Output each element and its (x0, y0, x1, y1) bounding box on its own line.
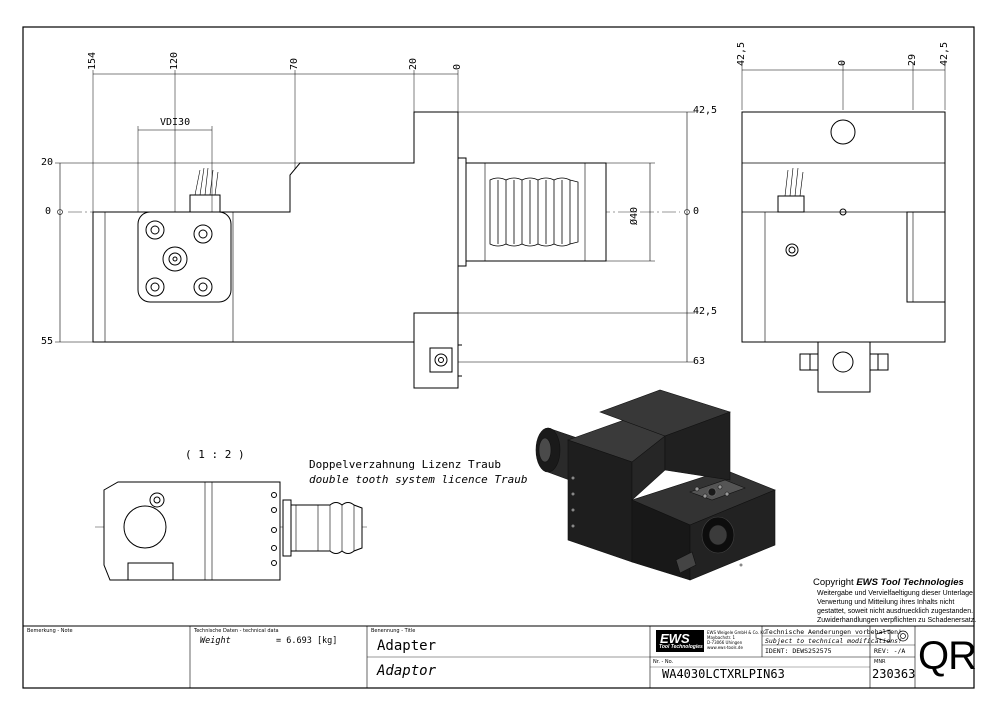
ews-logo-sub: Tool Technologies (659, 644, 703, 650)
ews-logo-box (656, 630, 704, 652)
copyright-line-4: Zuwiderhandlungen verpflichten zu Schade… (817, 617, 977, 624)
title-label: Benennung - Title (371, 628, 416, 634)
company-line-2: Maybachstr. 1 (707, 635, 736, 640)
dim-top-0: 0 (452, 63, 463, 70)
dim-left-0: 0 (45, 206, 52, 217)
part-number: WA4030LCTXRLPIN63 (662, 667, 785, 681)
change-notice-english: Subject to technical modifications! (765, 637, 902, 645)
dim-right-42-5-top: 42,5 (693, 105, 718, 116)
mnr-number: 230363 (872, 667, 916, 681)
copyright-line-1: Weitergabe und Vervielfaeltigung dieser … (817, 590, 975, 597)
isometric-render (535, 389, 776, 581)
change-notice-german: Technische Aenderungen vorbehalten! (765, 628, 902, 636)
front-view (55, 70, 695, 389)
dim-top-154: 154 (87, 51, 98, 70)
dim-top-20: 20 (408, 57, 419, 70)
mnr-label: MNR (874, 659, 886, 665)
qr-label: QR (918, 634, 977, 678)
vdi-label: VDI30 (160, 117, 191, 128)
copyright-title: Copyright EWS Tool Technologies (813, 578, 964, 588)
note-german: Doppelverzahnung Lizenz Traub (309, 458, 502, 471)
dim-right-42-5-bottom: 42,5 (693, 306, 718, 317)
diameter-label: Ø40 (629, 206, 640, 225)
dim-right-0: 0 (693, 206, 700, 217)
title-block-frame (23, 625, 974, 688)
ews-logo-text: EWS (660, 631, 690, 646)
scale-label: ( 1 : 2 ) (185, 448, 245, 461)
side-dim-0: 0 (837, 59, 848, 66)
side-view (741, 62, 946, 393)
dim-left-20: 20 (41, 157, 54, 168)
ident-number: IDENT: DEWS252575 (765, 647, 832, 655)
company-line-3: D-73066 Uhingen (707, 640, 743, 645)
weight-value: = 6.693 [kg] (276, 636, 338, 646)
dim-top-70: 70 (289, 57, 300, 70)
note-english: double tooth system licence Traub (309, 473, 528, 486)
side-dim-42-5-left: 42,5 (736, 41, 747, 66)
dim-top-120: 120 (169, 51, 180, 70)
small-view (95, 481, 370, 581)
title-german: Adapter (377, 638, 437, 654)
copyright-brand: EWS Tool Technologies (856, 577, 964, 588)
company-line-4: www.ews-tools.de (707, 645, 743, 650)
sheet-border (22, 26, 975, 689)
dim-left-55: 55 (41, 336, 54, 347)
title-english: Adaptor (377, 663, 437, 679)
number-label: Nr. - No. (653, 659, 674, 665)
copyright-prefix: Copyright (813, 577, 857, 588)
company-line-1: EWS Weigele GmbH & Co. KG (707, 630, 767, 635)
copyright-line-2: Verwertung und Mitteilung ihres Inhalts … (817, 599, 955, 606)
copyright-line-3: gestattet, soweit nicht ausdruecklich zu… (817, 608, 974, 615)
side-dim-29: 29 (907, 53, 918, 66)
weight-label: Weight (200, 636, 231, 646)
dim-right-63: 63 (693, 356, 706, 367)
side-dim-42-5-right: 42,5 (939, 41, 950, 66)
remark-label: Bemerkung - Note (27, 628, 73, 634)
techdata-label: Technische Daten - technical data (194, 628, 279, 634)
revision: REV: -/A (874, 647, 906, 655)
